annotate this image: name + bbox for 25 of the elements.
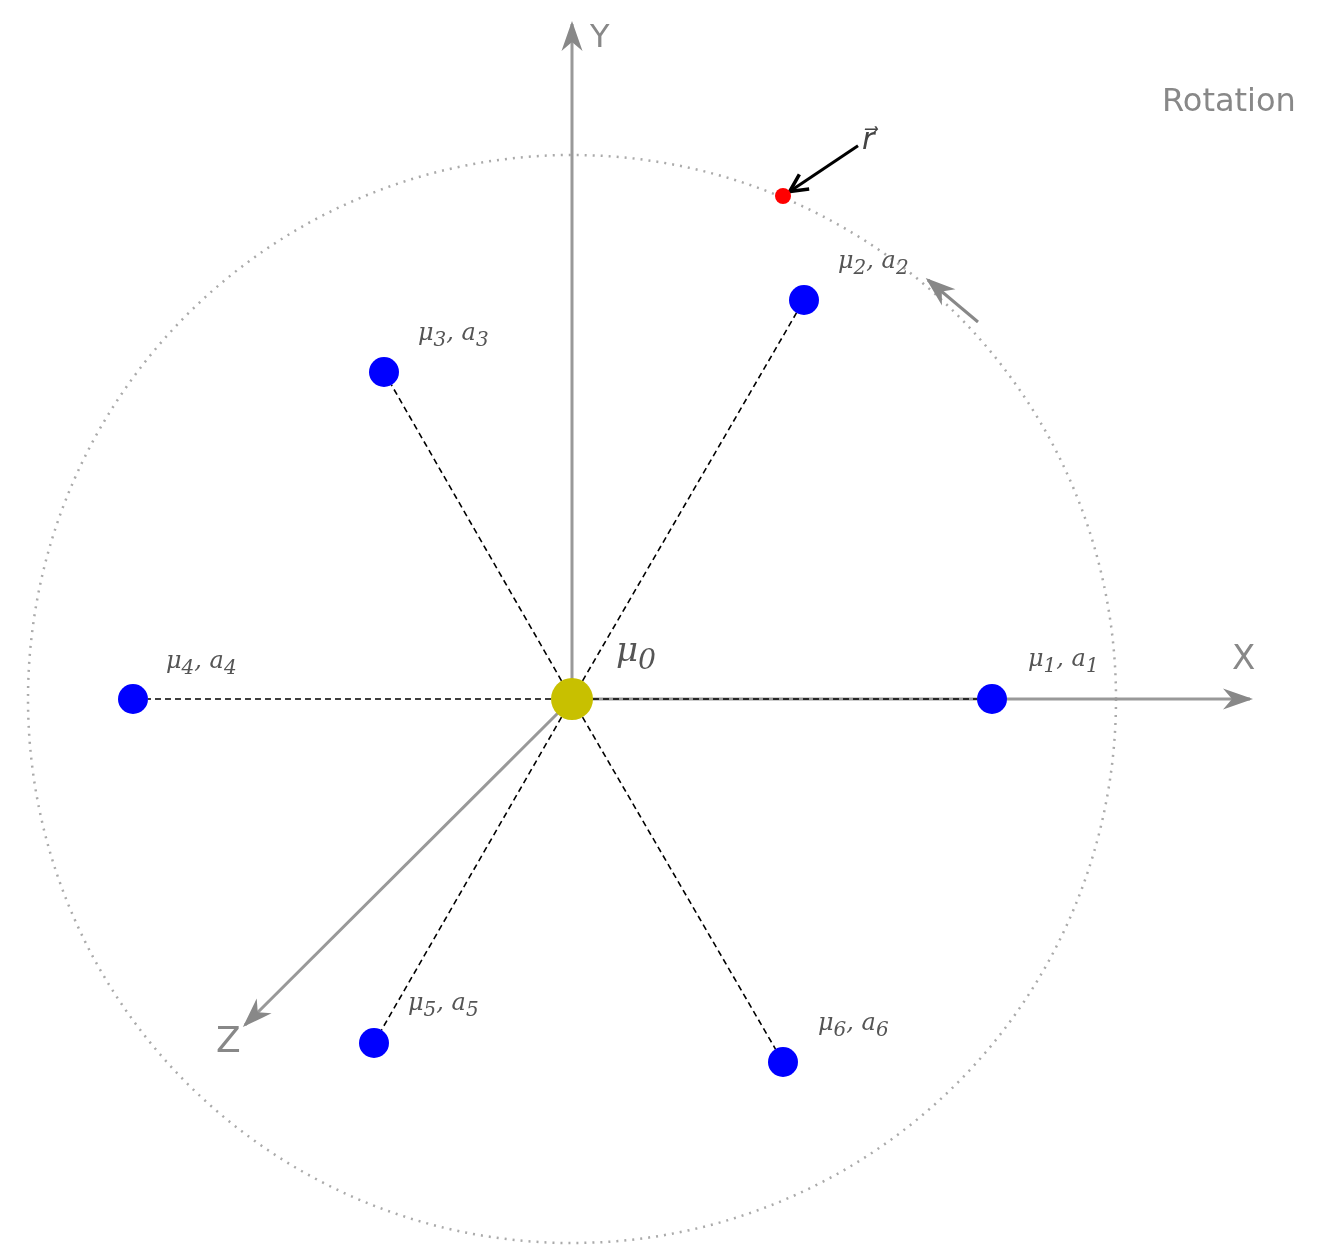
center-point xyxy=(977,684,1007,714)
axis-label: Z xyxy=(216,1022,241,1058)
point-label: μ$_{2}$, a$_{2}$ xyxy=(838,248,909,277)
point-label: μ$_{5}$, a$_{5}$ xyxy=(408,990,479,1019)
connector-line xyxy=(390,384,563,682)
connector-line xyxy=(147,698,552,700)
position-point xyxy=(775,188,791,204)
leader-arrow xyxy=(787,144,859,194)
center-point xyxy=(359,1028,389,1058)
origin-point xyxy=(551,678,593,720)
plot-label: Rotation xyxy=(1162,84,1296,116)
point-label: μ$_{0}$ xyxy=(616,632,657,675)
connector-line xyxy=(581,312,798,682)
connector-line xyxy=(581,716,777,1050)
center-point xyxy=(369,357,399,387)
point-label: μ$_{1}$, a$_{1}$ xyxy=(1028,646,1099,675)
center-point xyxy=(118,684,148,714)
axis-label: Y xyxy=(590,20,610,52)
point-label: μ$_{4}$, a$_{4}$ xyxy=(166,648,237,677)
center-point xyxy=(768,1047,798,1077)
center-point xyxy=(789,285,819,315)
axis-label: X xyxy=(1232,640,1256,674)
point-label: μ$_{3}$, a$_{3}$ xyxy=(418,320,489,349)
connector-line xyxy=(592,698,978,700)
point-label: μ$_{6}$, a$_{6}$ xyxy=(818,1010,889,1039)
